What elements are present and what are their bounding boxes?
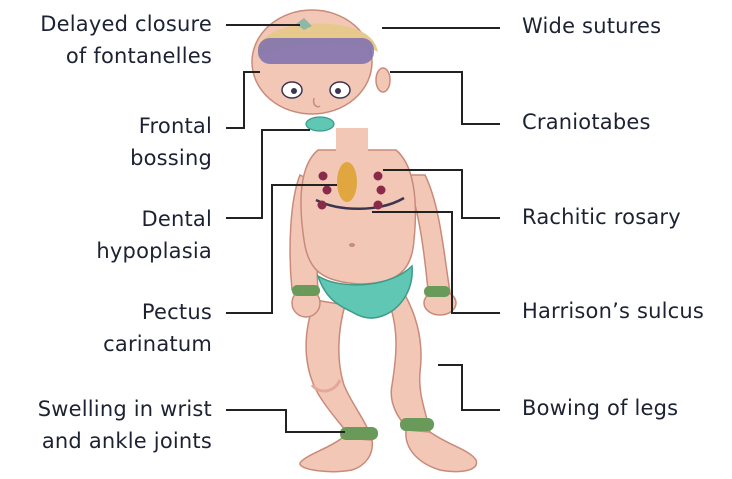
label-pectus-carinatum: Pectus carinatum — [103, 296, 212, 360]
label-line: Rachitic rosary — [522, 201, 681, 233]
label-line: carinatum — [103, 328, 212, 360]
label-frontal-bossing: Frontal bossing — [130, 110, 212, 174]
label-rachitic-rosary: Rachitic rosary — [522, 201, 681, 233]
label-bowing-of-legs: Bowing of legs — [522, 392, 678, 424]
label-line: Pectus — [103, 296, 212, 328]
feet — [300, 430, 477, 472]
label-line: Delayed closure — [40, 8, 212, 40]
label-line: Harrison’s sulcus — [522, 295, 704, 327]
neck — [336, 128, 368, 154]
label-line: Frontal — [130, 110, 212, 142]
label-wide-sutures: Wide sutures — [522, 10, 661, 42]
label-line: and ankle joints — [38, 425, 212, 457]
label-harrisons-sulcus: Harrison’s sulcus — [522, 295, 704, 327]
head — [252, 10, 390, 131]
label-dental-hypoplasia: Dental hypoplasia — [96, 203, 212, 267]
leader-swelling-joints — [226, 410, 345, 432]
label-line: bossing — [130, 142, 212, 174]
label-line: Bowing of legs — [522, 392, 678, 424]
label-swelling-joints: Swelling in wrist and ankle joints — [38, 393, 212, 457]
label-line: Dental — [96, 203, 212, 235]
label-line: hypoplasia — [96, 235, 212, 267]
label-craniotabes: Craniotabes — [522, 106, 651, 138]
label-line: Craniotabes — [522, 106, 651, 138]
leader-craniotabes — [390, 72, 500, 124]
label-delayed-closure: Delayed closure of fontanelles — [40, 8, 212, 72]
label-line: Swelling in wrist — [38, 393, 212, 425]
leader-bowing-legs — [438, 365, 500, 410]
label-line: of fontanelles — [40, 40, 212, 72]
label-line: Wide sutures — [522, 10, 661, 42]
